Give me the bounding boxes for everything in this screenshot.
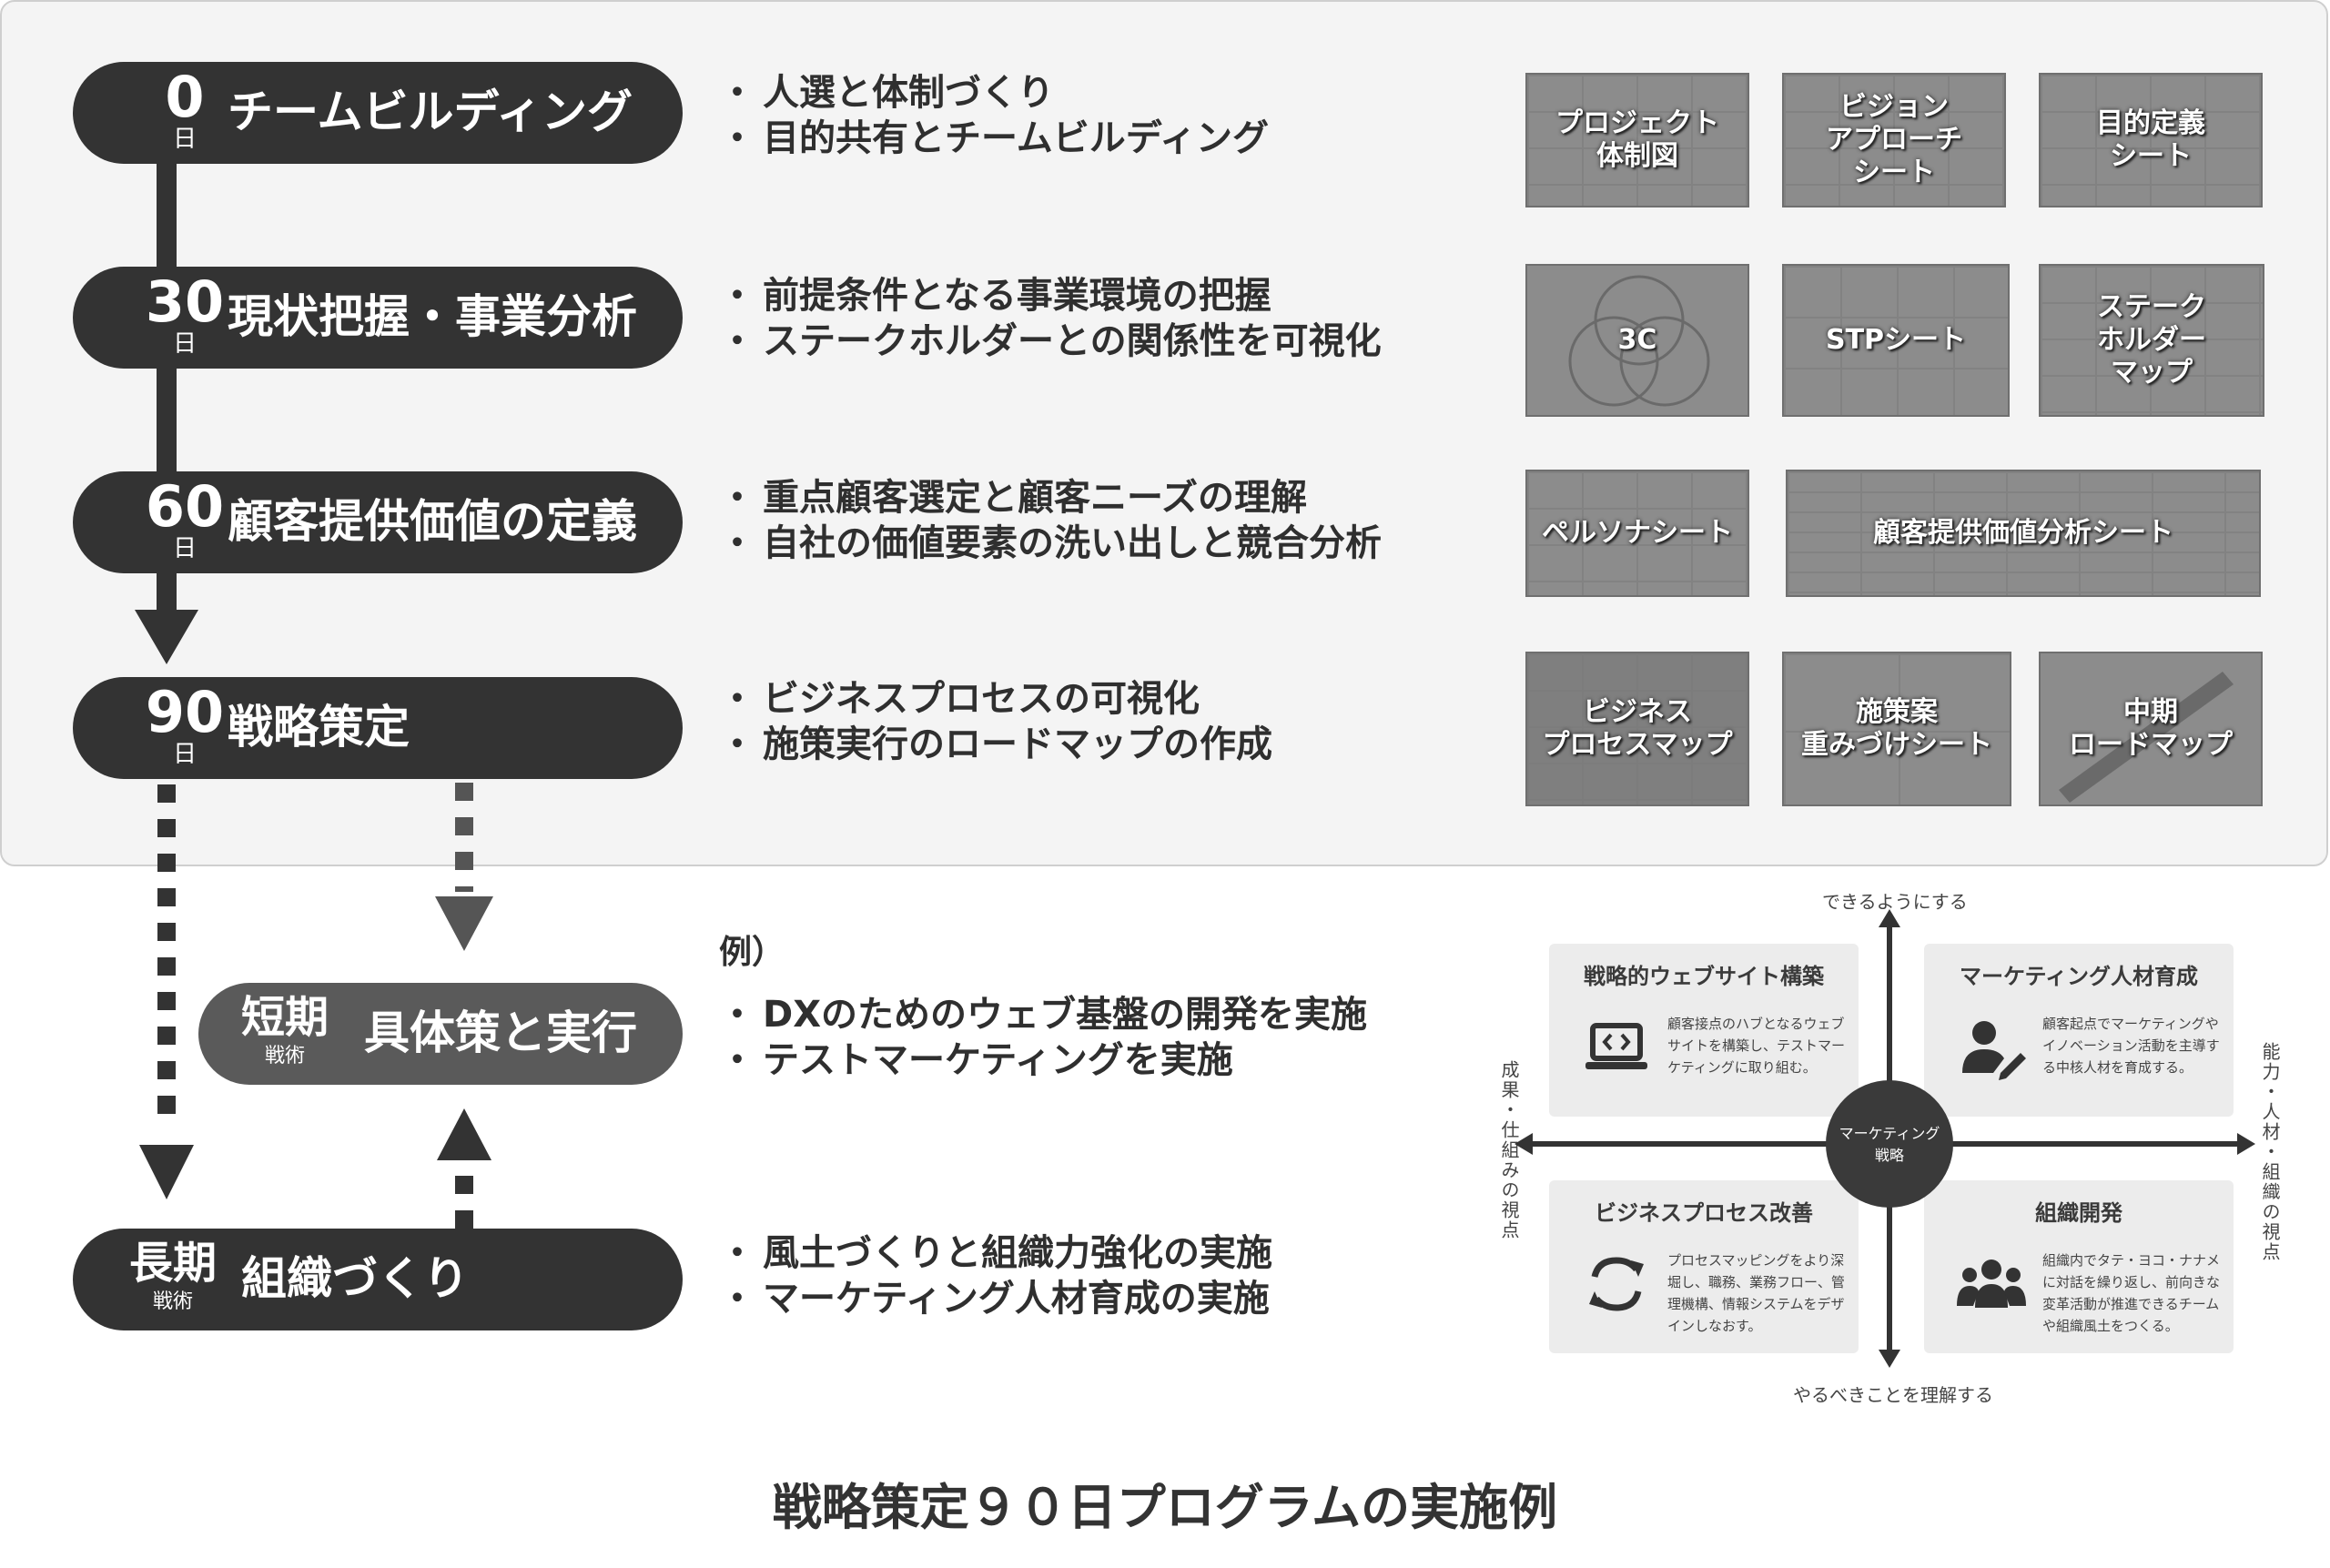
matrix-top-label: できるようにする (1822, 891, 1968, 913)
matrix-center-label: 戦略 (1875, 1147, 1904, 1164)
quadrant-web-site: 戦略的ウェブサイト構築 顧客接点のハブとなるウェブサイトを構築し、テストマーケテ… (1549, 944, 1859, 1117)
matrix-center-circle (1826, 1080, 1953, 1208)
thumb-persona-sheet: ペルソナシート (1525, 470, 1749, 597)
thumb-midterm-roadmap: 中期 ロードマップ (2039, 652, 2263, 806)
step-60-bullets: ・重点顧客選定と顧客ニーズの理解 ・自社の価値要素の洗い出しと競合分析 (719, 475, 1382, 566)
laptop-code-icon (1585, 1023, 1647, 1069)
bullet-item: ・ステークホルダーとの関係性を可視化 (719, 320, 1382, 362)
bullet-item: ・人選と体制づくり (719, 72, 1054, 114)
step-30-unit: 日 (172, 330, 197, 358)
quadrant-title: マーケティング人材育成 (1959, 964, 2199, 989)
quadrant-body: 顧客接点のハブとなるウェブサイトを構築し、テストマーケティングに取り組む。 (1667, 1016, 1846, 1076)
quadrant-marketing-talent: マーケティング人材育成 顧客起点でマーケティングやイノベーション活動を主導する中… (1924, 944, 2234, 1117)
step-0-title: チームビルディング (228, 86, 633, 138)
cycle-arrows-icon (1589, 1257, 1644, 1311)
thumb-3c: 3C (1525, 264, 1749, 417)
quadrant-org-development: 組織開発 組織内でタテ・ヨコ・ナナメに対話を繰り返し、前向きな変革活動が推進でき… (1924, 1180, 2234, 1353)
matrix-left-label: 成果・仕組みの視点 (1498, 1060, 1520, 1240)
thumb-3c-circles (1568, 275, 1710, 407)
quadrant-title: 組織開発 (2035, 1200, 2122, 1226)
thumb-project-org-chart: プロジェクト 体制図 (1525, 73, 1749, 207)
step-60-title: 顧客提供価値の定義 (228, 495, 637, 548)
step-60-unit: 日 (172, 535, 197, 562)
step-30-pill: 30 日 現状把握・事業分析 (73, 267, 683, 369)
quadrant-title: ビジネスプロセス改善 (1595, 1200, 1813, 1226)
timeline-line-0-30 (157, 146, 177, 282)
thumb-stakeholder-map: ステーク ホルダー マップ (2039, 264, 2264, 417)
bullet-item: ・自社の価値要素の洗い出しと競合分析 (719, 522, 1382, 564)
step-30-title: 現状把握・事業分析 (228, 290, 637, 343)
bullet-item: ・ビジネスプロセスの可視化 (719, 678, 1200, 720)
step-60-pill: 60 日 顧客提供価値の定義 (73, 471, 683, 573)
step-90-pill: 90 日 戦略策定 (73, 677, 683, 779)
step-30-day: 30 (145, 268, 225, 335)
quadrant-body: 組織内でタテ・ヨコ・ナナメに対話を繰り返し、前向きな変革活動が推進できるチームや… (2042, 1252, 2221, 1334)
example-label: 例） (719, 934, 785, 971)
thumb-purpose-definition-sheet: 目的定義 シート (2039, 73, 2263, 207)
step-60-day: 60 (145, 473, 225, 540)
step-90-unit: 日 (172, 741, 197, 768)
short-term-sub: 戦術 (264, 1045, 305, 1067)
matrix-right-label: 能力・人材・組織の視点 (2259, 1042, 2281, 1262)
bullet-item: ・前提条件となる事業環境の把握 (719, 275, 1271, 317)
thumb-roadmap-arrow (2059, 672, 2234, 803)
thumb-vision-approach-sheet: ビジョン アプローチ シート (1782, 73, 2006, 207)
person-edit-icon (1962, 1021, 2026, 1080)
thumb-stp-sheet: STPシート (1782, 264, 2010, 417)
timeline-arrow-90 (135, 610, 198, 664)
bullet-item: ・風土づくりと組織力強化の実施 (719, 1232, 1272, 1274)
bullet-item: ・施策実行のロードマップの作成 (719, 723, 1272, 765)
step-30-bullets: ・前提条件となる事業環境の把握 ・ステークホルダーとの関係性を可視化 (719, 273, 1382, 364)
quadrant-title: 戦略的ウェブサイト構築 (1584, 964, 1824, 989)
bullet-item: ・テストマーケティングを実施 (719, 1039, 1233, 1081)
long-term-title: 組織づくり (241, 1252, 469, 1305)
figure-caption: 戦略策定９０日プログラムの実施例 (772, 1479, 1558, 1536)
long-term-pill: 長期 戦術 組織づくり (73, 1229, 683, 1330)
thumb-business-process-map: ビジネス プロセスマップ (1525, 652, 1749, 806)
step-0-unit: 日 (172, 126, 197, 153)
bullet-item: ・重点顧客選定と顧客ニーズの理解 (719, 477, 1307, 519)
step-0-day: 0 (165, 64, 205, 130)
short-term-title: 具体策と実行 (364, 1007, 637, 1059)
matrix-center-label: マーケティング (1839, 1125, 1940, 1142)
bullet-item: ・目的共有とチームビルディング (719, 117, 1269, 159)
matrix-bottom-label: やるべきことを理解する (1793, 1384, 1993, 1406)
long-term-label: 長期 (128, 1238, 217, 1289)
timeline-line-30-60 (157, 350, 177, 487)
long-term-sub: 戦術 (152, 1290, 193, 1313)
short-term-pill: 短期 戦術 具体策と実行 (198, 983, 683, 1085)
step-90-day: 90 (145, 679, 225, 745)
step-0-bullets: ・人選と体制づくり ・目的共有とチームビルディング (719, 70, 1269, 161)
quadrant-business-process: ビジネスプロセス改善 プロセスマッピングをより深堀し、職務、業務フロー、管理機構… (1549, 1180, 1859, 1353)
short-term-label: 短期 (240, 992, 329, 1043)
step-0-pill: 0 日 チームビルディング (73, 62, 683, 164)
team-icon (1957, 1259, 2026, 1308)
dashed-arrow-to-short (435, 896, 493, 951)
dashed-arrow-long-to-short (437, 1108, 491, 1160)
bullet-item: ・DXのためのウェブ基盤の開発を実施 (719, 994, 1368, 1036)
long-term-bullets: ・風土づくりと組織力強化の実施 ・マーケティング人材育成の実施 (719, 1230, 1272, 1321)
step-90-title: 戦略策定 (228, 701, 410, 754)
dashed-arrow-to-long (139, 1145, 194, 1199)
bullet-item: ・マーケティング人材育成の実施 (719, 1278, 1270, 1320)
thumb-customer-value-analysis-sheet: 顧客提供価値分析シート (1786, 470, 2261, 597)
short-term-bullets: ・DXのためのウェブ基盤の開発を実施 ・テストマーケティングを実施 (719, 992, 1367, 1083)
strategy-matrix: できるようにする やるべきことを理解する 成果・仕組みの視点 能力・人材・組織の… (1493, 887, 2281, 1406)
quadrant-body: プロセスマッピングをより深堀し、職務、業務フロー、管理機構、情報システムをデザイ… (1667, 1252, 1845, 1334)
thumb-measure-weighting-sheet: 施策案 重みづけシート (1782, 652, 2011, 806)
matrix-axes: マーケティング 戦略 (1514, 909, 2255, 1368)
step-90-bullets: ・ビジネスプロセスの可視化 ・施策実行のロードマップの作成 (719, 676, 1272, 767)
quadrant-body: 顧客起点でマーケティングやイノベーション活動を主導する中核人材を育成する。 (2042, 1016, 2220, 1076)
